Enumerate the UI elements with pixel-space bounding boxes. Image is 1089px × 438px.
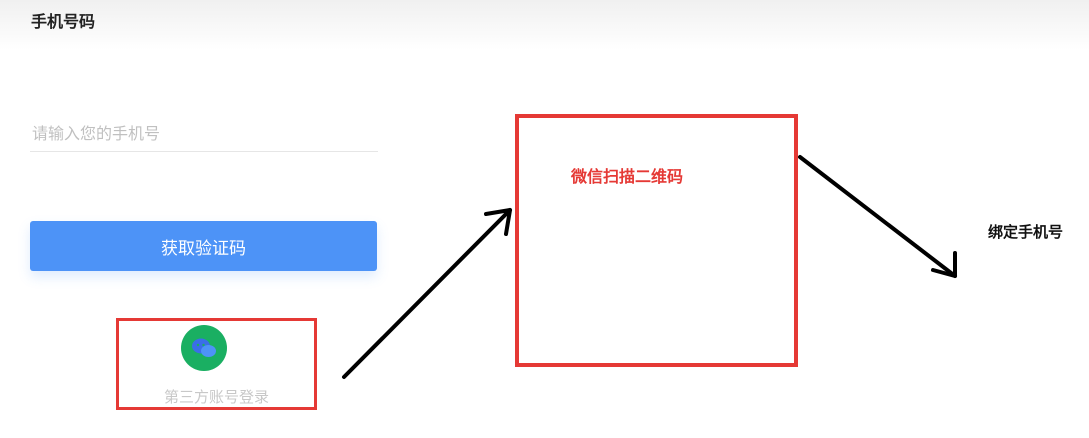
arrow-to-qr: [342, 208, 512, 379]
qr-scan-annotation: 微信扫描二维码: [571, 167, 684, 186]
get-code-button[interactable]: 获取验证码: [30, 221, 377, 271]
wechat-icon: [192, 338, 216, 357]
third-party-highlight-box: [116, 318, 317, 410]
page-title: 手机号码: [31, 12, 96, 31]
page-header: 手机号码: [0, 0, 1089, 50]
arrow-to-bind: [798, 155, 957, 278]
bind-phone-annotation: 绑定手机号: [988, 223, 1064, 241]
qr-code-highlight-box: [515, 114, 798, 367]
wechat-login-button[interactable]: [181, 325, 227, 371]
phone-input[interactable]: [30, 116, 378, 152]
third-party-login-label[interactable]: 第三方账号登录: [163, 388, 269, 406]
